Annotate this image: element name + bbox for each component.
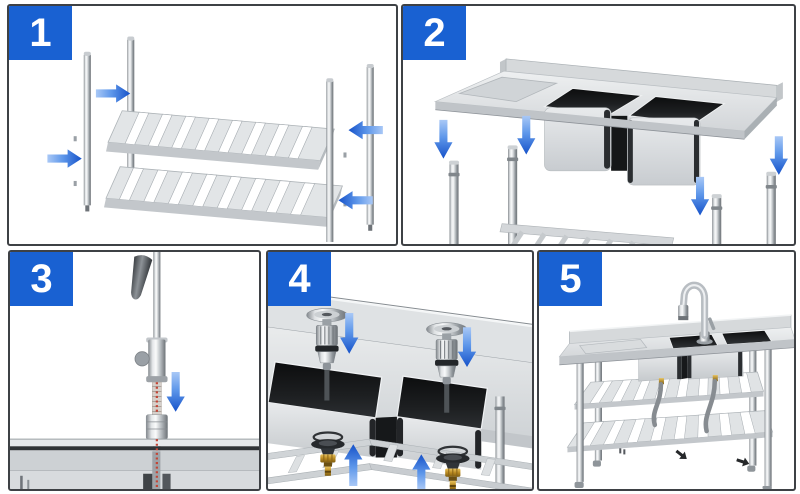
drain-fitting	[712, 375, 718, 382]
faucet-body	[134, 337, 168, 383]
arrow-up-icon	[412, 454, 431, 489]
leg	[507, 145, 519, 244]
under-shelf-assembly-illustration	[47, 36, 383, 242]
step-panel-5: 5	[537, 250, 796, 491]
sink-countertop	[433, 70, 778, 132]
sink-top-mounting-illustration	[433, 58, 788, 244]
leg	[765, 171, 777, 244]
step-number-badge: 5	[539, 252, 602, 306]
leg	[495, 396, 505, 489]
sink-bowl-bodies	[638, 350, 744, 385]
arrow-left-icon	[338, 191, 373, 210]
gooseneck-faucet	[678, 281, 716, 345]
step-panel-2: 2	[401, 4, 796, 246]
assembled-unit-illustration	[558, 281, 794, 489]
step-number: 2	[423, 11, 446, 55]
step-panel-3: 3	[8, 250, 261, 491]
step-panel-4: 4	[266, 250, 534, 491]
arrow-down-icon	[769, 136, 788, 175]
leg	[448, 160, 460, 244]
arrow-down-icon	[434, 119, 453, 159]
lower-shelf	[103, 166, 344, 227]
legs	[448, 145, 777, 244]
step-number: 1	[29, 11, 52, 55]
countertop-cross-section	[10, 438, 259, 489]
right-counter-edge	[481, 396, 532, 489]
arrow-down-icon	[690, 176, 710, 216]
arrow-down-icon	[517, 115, 536, 155]
arrow-right-icon	[95, 84, 131, 103]
step-number-badge: 3	[10, 252, 73, 306]
rear-leg-right	[366, 63, 374, 231]
under-counter-fittings	[20, 439, 171, 489]
hardware-arrows	[675, 449, 750, 467]
drain-hoses	[651, 378, 718, 434]
drain-strainer	[306, 307, 348, 401]
drainboard-recess	[457, 76, 559, 103]
arrow-left-icon	[348, 120, 383, 140]
step-number: 4	[288, 257, 311, 301]
rear-leg-left	[83, 51, 91, 212]
faucet-spout-tip	[678, 304, 689, 319]
step-number: 5	[559, 257, 582, 301]
arrow-up-icon	[344, 444, 363, 486]
drainboard-recess	[578, 339, 648, 355]
faucet-handle-knob	[134, 351, 150, 367]
front-leg-right	[326, 78, 334, 242]
lower-shelf-partial	[499, 223, 675, 244]
drain-installation-illustration	[268, 288, 532, 489]
leg	[711, 194, 723, 244]
fastener-marks	[619, 448, 626, 455]
drain-fitting	[658, 378, 664, 385]
step-number-badge: 4	[268, 252, 331, 306]
step-number-badge: 1	[9, 6, 72, 60]
front-legs	[574, 341, 772, 489]
faucet-handle	[708, 317, 716, 331]
upper-shelf	[106, 110, 335, 170]
faucet-installation-illustration	[10, 252, 259, 489]
coupling-nut	[145, 414, 168, 440]
step-number: 3	[30, 257, 53, 301]
countertop-front-edge	[435, 97, 777, 140]
lower-shelf	[566, 410, 774, 453]
threaded-shank	[152, 381, 162, 416]
step-panel-1: 1	[7, 4, 398, 246]
drain-strainer	[425, 322, 468, 413]
step-number-badge: 2	[403, 6, 466, 60]
arrow-down-icon	[457, 327, 477, 367]
arrow-down-icon	[166, 372, 185, 412]
faucet-spray-head	[131, 255, 153, 300]
arrow-right-icon	[47, 149, 82, 168]
arrow-down-icon	[340, 313, 359, 354]
